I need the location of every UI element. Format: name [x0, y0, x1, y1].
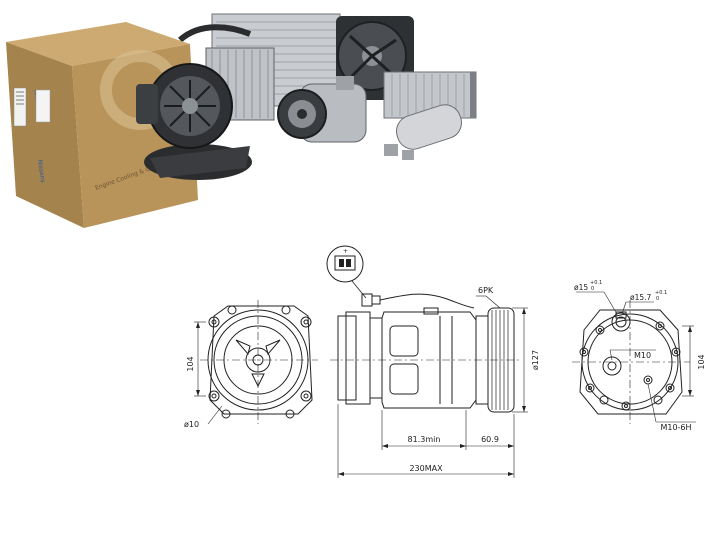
front-view-drawing — [194, 300, 318, 425]
rear-height-dim: 104 — [697, 354, 706, 369]
port-2-tol-lower: 0 — [656, 296, 659, 302]
port-1-tol-upper: +0.1 — [590, 280, 602, 286]
thread-m10-6h-dim: M10-6H — [660, 423, 691, 432]
front-height-dim: 104 — [186, 356, 195, 371]
compressor-illustration — [277, 76, 367, 143]
total-length-dim: 230MAX — [409, 464, 443, 473]
box-brand-logo: Nissens — [36, 159, 46, 183]
min-length-dim: 81.3min — [408, 435, 441, 444]
port-1-dim: ø15 — [574, 283, 588, 292]
belt-type-label: 6PK — [478, 286, 494, 295]
pulley-diameter-dim: ø127 — [531, 350, 540, 370]
thread-m10-dim: M10 — [634, 351, 651, 360]
side-view-drawing — [330, 293, 528, 478]
connector-pin-label: + — [343, 248, 348, 255]
blower-motor-illustration — [136, 63, 252, 180]
connector-callout: + — [326, 245, 367, 299]
front-hole-dim: ø10 — [184, 420, 199, 429]
rear-view-drawing — [572, 291, 696, 424]
port-1-tol-lower: 0 — [591, 286, 594, 292]
receiver-drier-illustration — [384, 104, 462, 160]
port-2-tol-upper: +0.1 — [655, 290, 667, 296]
port-2-dim: ø15.7 — [630, 293, 652, 302]
pulley-offset-dim: 60.9 — [481, 435, 499, 444]
product-photo: Nissens Nissens Engine Cooling & Climate — [6, 13, 477, 228]
